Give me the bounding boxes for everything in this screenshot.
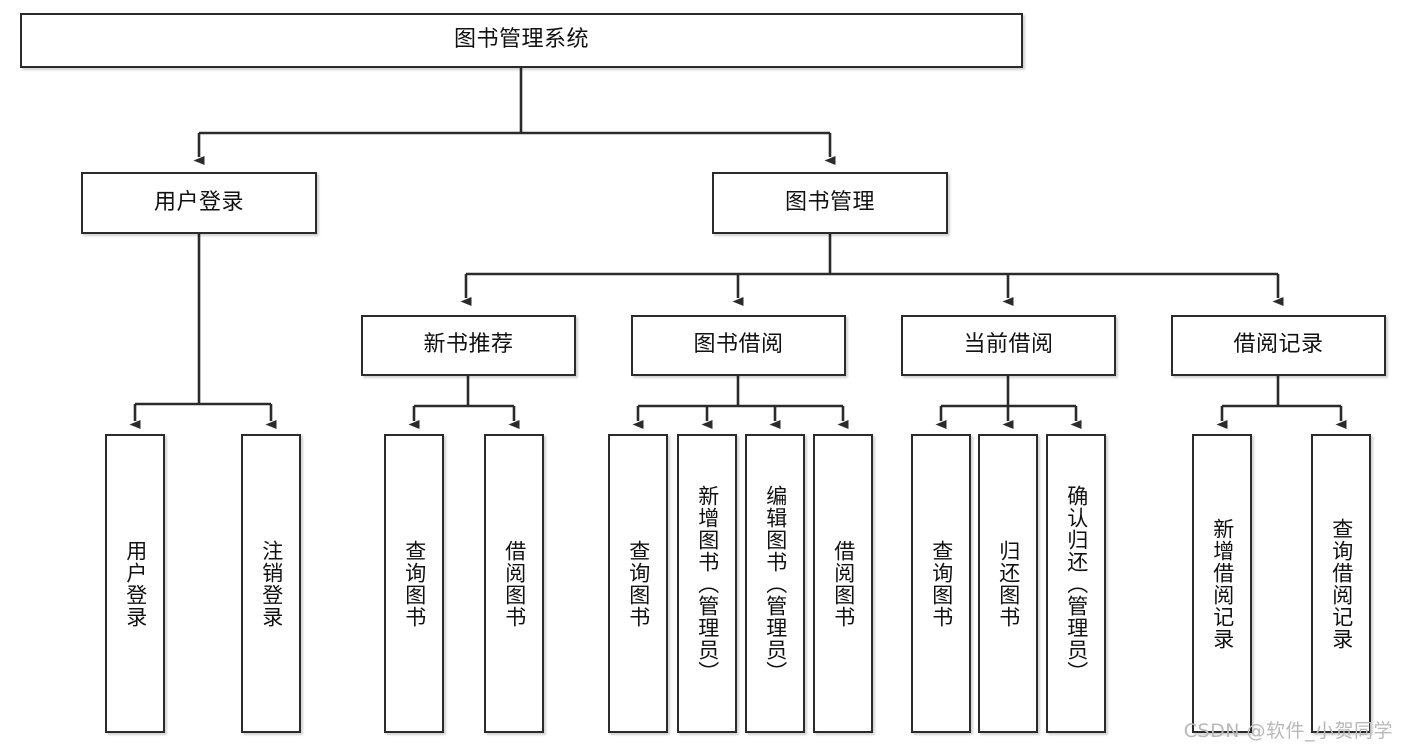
- leaf-user-login-label: 用户登录: [123, 539, 148, 628]
- leaf-borrowing-borrow-book[interactable]: 借阅图书: [813, 434, 873, 733]
- leaf-logout[interactable]: 注销登录: [241, 434, 301, 733]
- leaf-logout-label: 注销登录: [259, 539, 284, 628]
- leaf-recommendation-query-book[interactable]: 查询图书: [384, 434, 444, 733]
- leaf-current-return-book-label: 归还图书: [996, 539, 1021, 628]
- leaf-borrowing-edit-book[interactable]: 编辑图书（管理员）: [745, 434, 805, 733]
- node-book-borrowing[interactable]: 图书借阅: [631, 315, 846, 376]
- node-borrowing-record-label: 借阅记录: [1233, 332, 1324, 358]
- leaf-borrowing-edit-book-label: 编辑图书（管理员）: [763, 484, 788, 683]
- leaf-user-login[interactable]: 用户登录: [105, 434, 165, 733]
- node-current-borrowing-label: 当前借阅: [963, 332, 1054, 358]
- node-book-management-label: 图书管理: [784, 189, 875, 215]
- leaf-recommendation-query-book-label: 查询图书: [402, 539, 427, 628]
- leaf-borrowing-query-book-label: 查询图书: [626, 539, 651, 628]
- leaf-record-query-label: 查询借阅记录: [1329, 517, 1354, 650]
- leaf-current-query-book[interactable]: 查询图书: [911, 434, 971, 733]
- node-book-management[interactable]: 图书管理: [712, 172, 948, 234]
- leaf-borrowing-borrow-book-label: 借阅图书: [831, 539, 856, 628]
- node-new-book-recommendation-label: 新书推荐: [423, 332, 514, 358]
- leaf-borrowing-add-book[interactable]: 新增图书（管理员）: [677, 434, 737, 733]
- node-user-login[interactable]: 用户登录: [81, 172, 317, 234]
- csdn-watermark: CSDN @软件_小贺同学: [1183, 720, 1393, 742]
- leaf-borrowing-query-book[interactable]: 查询图书: [608, 434, 668, 733]
- leaf-current-query-book-label: 查询图书: [929, 539, 954, 628]
- leaf-current-confirm-return-label: 确认归还（管理员）: [1064, 484, 1089, 683]
- node-borrowing-record[interactable]: 借阅记录: [1171, 315, 1386, 376]
- leaf-record-add[interactable]: 新增借阅记录: [1192, 434, 1252, 733]
- leaf-current-confirm-return[interactable]: 确认归还（管理员）: [1046, 434, 1106, 733]
- leaf-record-add-label: 新增借阅记录: [1210, 517, 1235, 650]
- node-user-login-label: 用户登录: [153, 189, 244, 215]
- leaf-recommendation-borrow-book[interactable]: 借阅图书: [484, 434, 544, 733]
- node-root[interactable]: 图书管理系统: [20, 13, 1023, 68]
- leaf-recommendation-borrow-book-label: 借阅图书: [502, 539, 527, 628]
- node-new-book-recommendation[interactable]: 新书推荐: [361, 315, 576, 376]
- leaf-record-query[interactable]: 查询借阅记录: [1311, 434, 1371, 733]
- leaf-borrowing-add-book-label: 新增图书（管理员）: [695, 484, 720, 683]
- node-book-borrowing-label: 图书借阅: [693, 332, 784, 358]
- node-current-borrowing[interactable]: 当前借阅: [901, 315, 1116, 376]
- leaf-current-return-book[interactable]: 归还图书: [978, 434, 1038, 733]
- node-root-label: 图书管理系统: [453, 27, 589, 53]
